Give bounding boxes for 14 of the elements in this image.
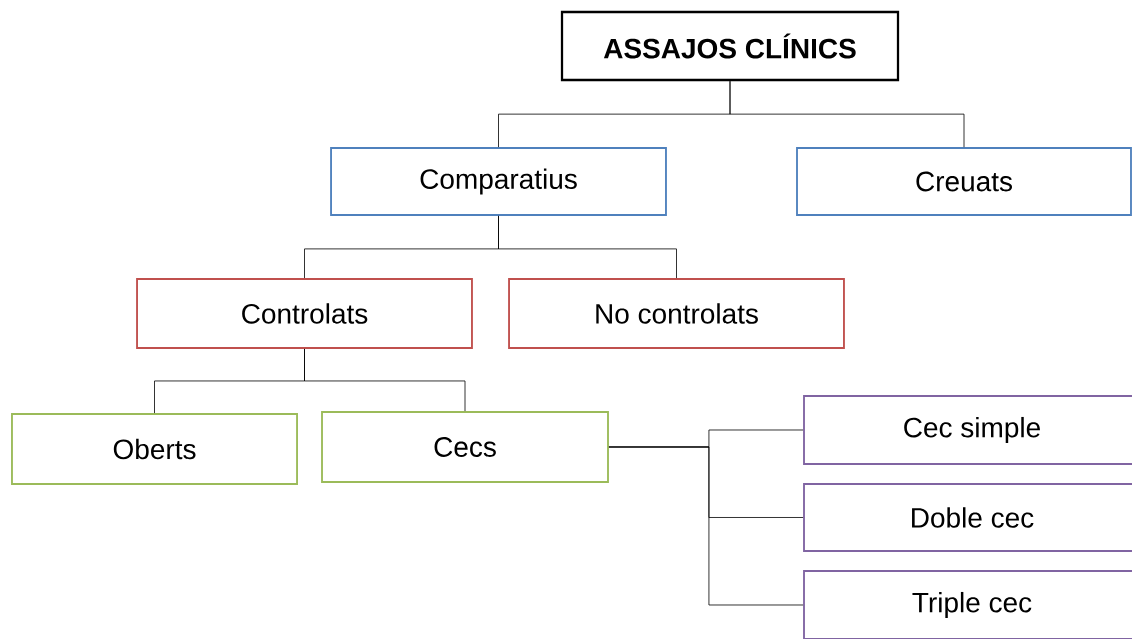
category-box: Cec simple bbox=[803, 395, 1132, 465]
category-box: Controlats bbox=[136, 278, 473, 349]
category-box: Creuats bbox=[796, 147, 1132, 216]
category-box: Comparatius bbox=[330, 147, 667, 216]
category-box: No controlats bbox=[508, 278, 845, 349]
category-box: Doble cec bbox=[803, 483, 1132, 552]
category-box: Triple cec bbox=[803, 570, 1132, 639]
category-box: Cecs bbox=[321, 411, 609, 483]
category-box: Oberts bbox=[11, 413, 298, 485]
title-box: ASSAJOS CLÍNICS bbox=[560, 10, 900, 82]
connector-line bbox=[304, 348, 466, 412]
connector-line bbox=[498, 215, 677, 279]
connector-line bbox=[729, 80, 965, 148]
connector-line bbox=[608, 446, 804, 606]
